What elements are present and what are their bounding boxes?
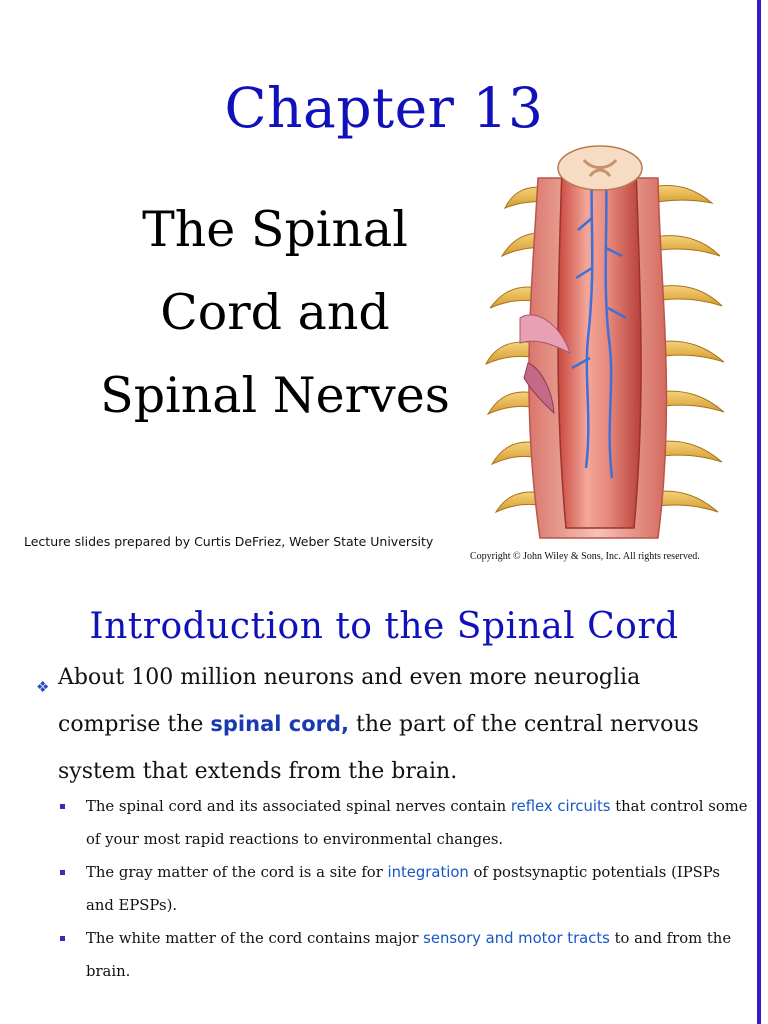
title-line-3: Spinal Nerves <box>100 367 450 424</box>
subbullet-item: The white matter of the cord contains ma… <box>58 922 748 988</box>
main-title: The Spinal Cord and Spinal Nerves <box>60 188 490 437</box>
subbullet-text: of postsynaptic potentials (IPSPs and EP… <box>86 864 720 914</box>
keyword-integration: integration <box>387 864 469 881</box>
copyright-text: Copyright © John Wiley & Sons, Inc. All … <box>470 551 700 562</box>
chapter-title: Chapter 13 <box>224 76 544 140</box>
subbullet-text: that control some of your most rapid rea… <box>86 798 748 848</box>
bullet-text-post: the part of the central nervous system t… <box>58 712 699 784</box>
subbullet-list: The spinal cord and its associated spina… <box>58 790 748 988</box>
title-line-1: The Spinal <box>142 201 408 258</box>
keyword-reflex-circuits: reflex circuits <box>510 798 611 815</box>
main-bullet-text: About 100 million neurons and even more … <box>36 654 736 795</box>
main-bullet: ❖ About 100 million neurons and even mor… <box>36 654 736 795</box>
subbullet-text: The gray matter of the cord is a site fo… <box>86 864 388 881</box>
keyword-spinal-cord: spinal cord, <box>210 712 349 736</box>
subbullet-item: The gray matter of the cord is a site fo… <box>58 856 748 922</box>
subbullet-text: to and from the brain. <box>86 930 732 980</box>
credit-text: Lecture slides prepared by Curtis DeFrie… <box>24 534 434 549</box>
subbullet-text: The white matter of the cord contains ma… <box>86 930 424 947</box>
subbullet-item: The spinal cord and its associated spina… <box>58 790 748 856</box>
intro-heading: Introduction to the Spinal Cord <box>89 606 679 647</box>
subbullet-text: The spinal cord and its associated spina… <box>86 798 511 815</box>
slide-title: Chapter 13 The Spinal Cord and Spinal Ne… <box>24 76 725 562</box>
square-bullet-icon <box>60 936 65 941</box>
spinal-cord-illustration <box>484 145 725 539</box>
side-bar-line <box>757 0 761 1024</box>
title-line-2: Cord and <box>160 284 390 341</box>
bullet-text-pre: About 100 million neurons and even more … <box>58 665 641 737</box>
slide-introduction <box>0 580 752 1024</box>
square-bullet-icon <box>60 804 65 809</box>
keyword-sensory-motor-tracts: sensory and motor tracts <box>423 930 610 947</box>
diamond-bullet-icon: ❖ <box>36 678 50 696</box>
scroll-side-bar <box>752 0 768 1024</box>
square-bullet-icon <box>60 870 65 875</box>
